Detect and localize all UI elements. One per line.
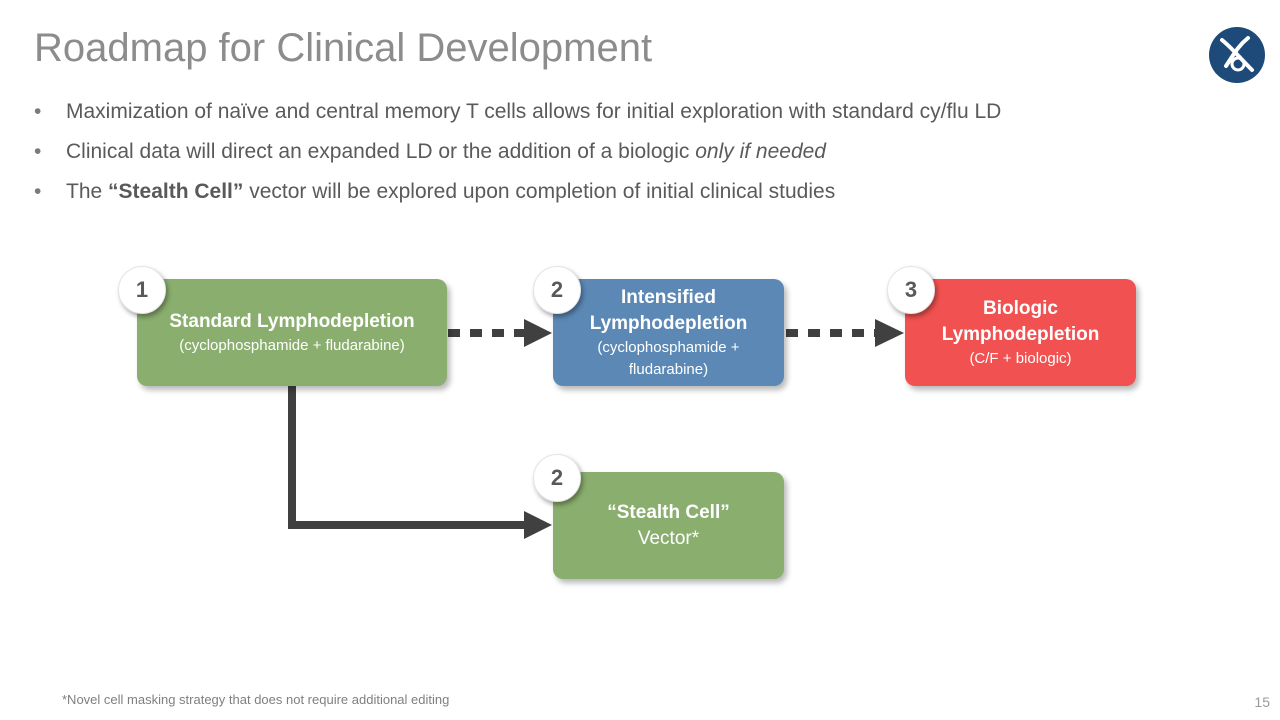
node-title: Standard Lymphodepletion [169, 310, 415, 332]
footnote: *Novel cell masking strategy that does n… [62, 692, 450, 707]
node-title: Biologic Lymphodepletion [941, 297, 1100, 345]
node-title: “Stealth Cell” [607, 501, 730, 523]
company-logo-icon [1209, 27, 1265, 83]
bullet-item: • The “Stealth Cell” vector will be expl… [34, 172, 1234, 212]
slide-title: Roadmap for Clinical Development [34, 26, 653, 70]
node-title: Intensified Lymphodepletion [589, 286, 748, 334]
edge-intensified-to-biologic [786, 319, 904, 347]
bullet-item: • Clinical data will direct an expanded … [34, 132, 1234, 172]
step-badge-3: 3 [887, 266, 935, 314]
bullet-symbol: • [34, 180, 42, 203]
node-stealth-cell-vector: “Stealth Cell” Vector* [553, 472, 784, 579]
node-intensified-lymphodepletion: Intensified Lymphodepletion (cyclophosph… [553, 279, 784, 386]
step-badge-1: 1 [118, 266, 166, 314]
bullet-emphasis: only if needed [695, 140, 826, 163]
bullet-symbol: • [34, 140, 42, 163]
bullet-text: The [66, 180, 109, 203]
edge-standard-to-intensified [448, 319, 552, 347]
node-subtitle: (cyclophosphamide + fludarabine) [179, 336, 405, 354]
edge-standard-to-stealth [288, 386, 552, 539]
step-badge-2: 2 [533, 266, 581, 314]
bullet-item: • Maximization of naïve and central memo… [34, 92, 1234, 132]
page-number: 15 [1254, 694, 1270, 710]
bullet-list: • Maximization of naïve and central memo… [34, 92, 1234, 212]
node-subtitle: (cyclophosphamide + fludarabine) [597, 338, 740, 378]
node-biologic-lymphodepletion: Biologic Lymphodepletion (C/F + biologic… [905, 279, 1136, 386]
bullet-text: Maximization of naïve and central memory… [66, 100, 1002, 123]
node-subtitle: Vector* [637, 527, 700, 549]
bullet-symbol: • [34, 100, 42, 123]
step-badge-2-stealth: 2 [533, 454, 581, 502]
bullet-text: Clinical data will direct an expanded LD… [66, 140, 696, 163]
bullet-text: vector will be explored upon completion … [243, 180, 836, 203]
node-standard-lymphodepletion: Standard Lymphodepletion (cyclophosphami… [137, 279, 447, 386]
bullet-bold: “Stealth Cell” [108, 180, 244, 203]
node-subtitle: (C/F + biologic) [969, 349, 1072, 367]
